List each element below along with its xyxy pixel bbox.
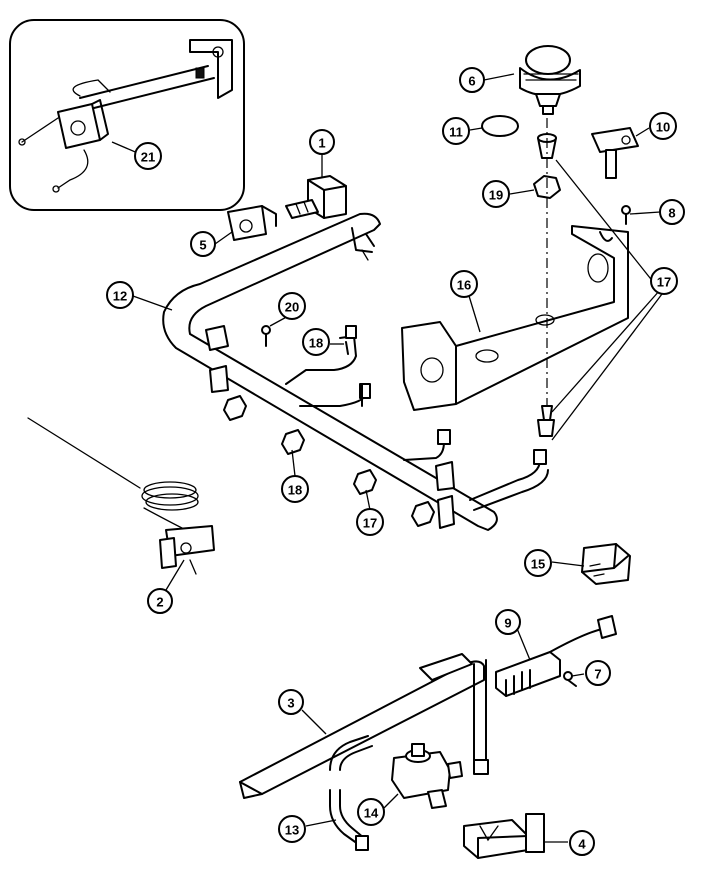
part-15-switch (581, 543, 631, 585)
manifold-valves (223, 395, 435, 527)
part-6-burner (519, 45, 581, 115)
svg-text:3: 3 (287, 696, 294, 711)
part-9-spark-module (495, 615, 617, 697)
svg-text:15: 15 (531, 557, 545, 572)
callout-2: 2 (147, 588, 173, 614)
part-8-screw (621, 205, 631, 225)
part-4-switch (463, 813, 545, 859)
svg-text:18: 18 (288, 483, 302, 498)
callout-19: 19 (482, 180, 510, 208)
callout-3: 3 (278, 689, 304, 715)
callout-13: 13 (278, 815, 306, 843)
part-11-o-ring (481, 115, 519, 137)
part-1-igniter (285, 175, 347, 219)
callout-11: 11 (442, 117, 470, 145)
callout-12: 12 (106, 281, 134, 309)
callout-7: 7 (585, 660, 611, 686)
callout-17-lower: 17 (356, 508, 384, 536)
callout-16: 16 (450, 270, 478, 298)
part-18-tubes (285, 325, 549, 511)
svg-text:17: 17 (657, 275, 671, 290)
inset-part-21 (9, 19, 245, 211)
part-16-burner-bracket (401, 225, 629, 411)
svg-text:8: 8 (668, 206, 675, 221)
leader-lines (111, 73, 663, 843)
part-13-hose (329, 735, 373, 851)
callout-1: 1 (309, 129, 335, 155)
callout-18-upper: 18 (302, 328, 330, 356)
callout-14: 14 (357, 798, 385, 826)
part-12-manifold (162, 212, 498, 531)
svg-text:9: 9 (504, 616, 511, 631)
svg-text:12: 12 (113, 289, 127, 304)
callout-15: 15 (524, 549, 552, 577)
part-2-thermostat (27, 417, 215, 575)
svg-text:10: 10 (656, 120, 670, 135)
callout-8: 8 (659, 199, 685, 225)
callout-10: 10 (649, 112, 677, 140)
callout-17-top: 17 (650, 267, 678, 295)
svg-text:1: 1 (318, 136, 325, 151)
callout-9: 9 (495, 609, 521, 635)
part-7-screw (563, 671, 577, 687)
part-14-regulator (391, 743, 463, 809)
callout-20: 20 (278, 292, 306, 320)
svg-text:2: 2 (156, 595, 163, 610)
svg-text:14: 14 (364, 806, 379, 821)
callout-5: 5 (190, 231, 216, 257)
callout-21: 21 (134, 142, 162, 170)
callout-6: 6 (459, 67, 485, 93)
part-5-bracket (227, 205, 277, 241)
svg-text:17: 17 (363, 516, 377, 531)
orifice-fitting (537, 405, 555, 437)
callout-18-lower: 18 (281, 475, 309, 503)
svg-text:5: 5 (199, 238, 206, 253)
svg-text:18: 18 (309, 336, 323, 351)
svg-text:21: 21 (141, 150, 155, 165)
part-20-screw (261, 325, 271, 347)
svg-text:7: 7 (594, 667, 601, 682)
svg-text:6: 6 (468, 74, 475, 89)
svg-text:11: 11 (449, 125, 463, 140)
part-3-tube (239, 653, 489, 799)
svg-text:20: 20 (285, 300, 299, 315)
svg-text:4: 4 (578, 837, 586, 852)
callout-4: 4 (569, 830, 595, 856)
svg-text:13: 13 (285, 823, 299, 838)
svg-text:19: 19 (489, 188, 503, 203)
part-10-clip (591, 127, 639, 179)
svg-text:16: 16 (457, 278, 471, 293)
